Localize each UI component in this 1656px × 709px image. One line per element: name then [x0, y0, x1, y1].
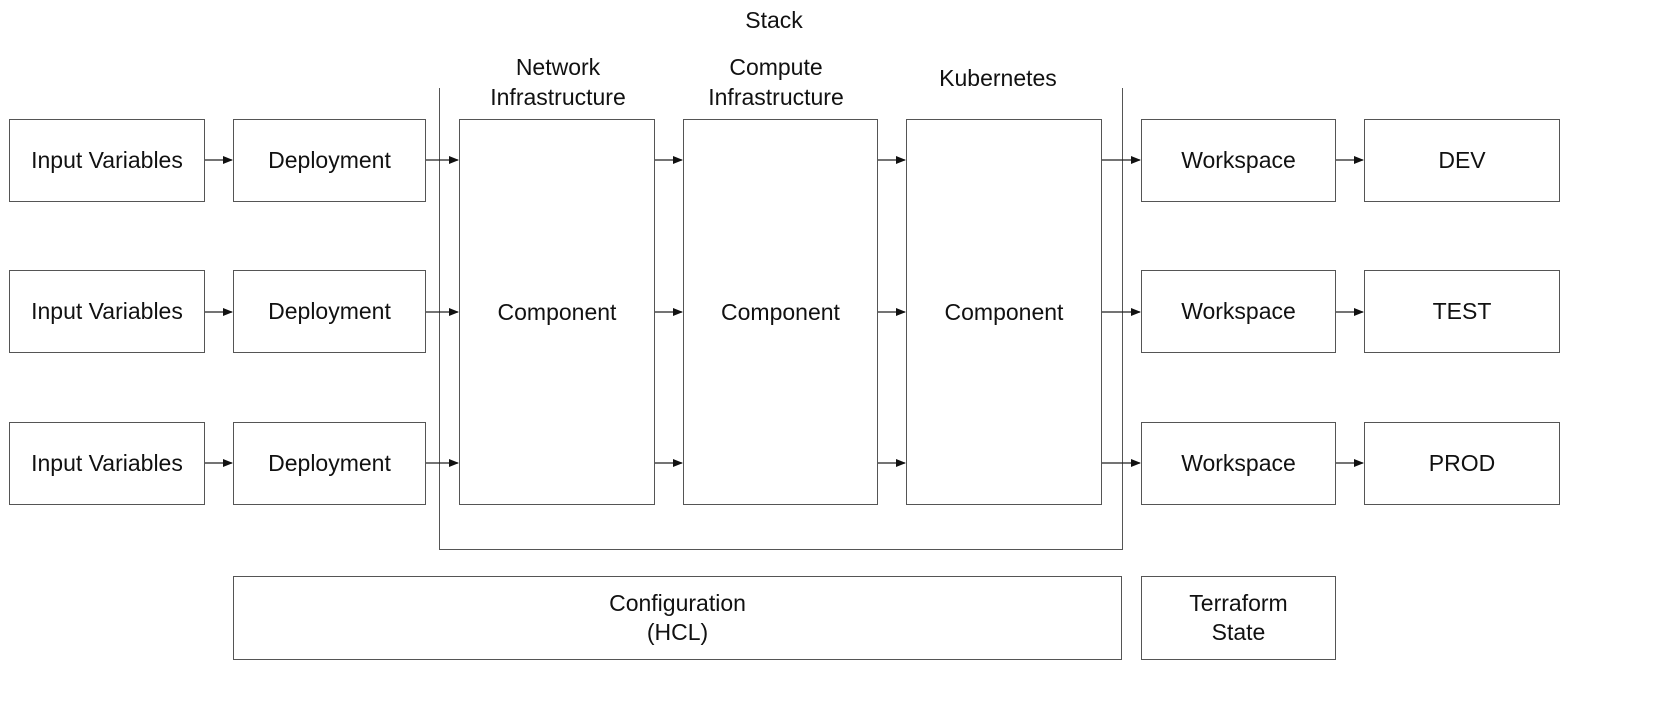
deployment-label-2: Deployment: [268, 298, 391, 324]
workspace-box-3: Workspace: [1141, 422, 1336, 505]
component-compute: Component: [683, 119, 878, 505]
input-variables-label-2: Input Variables: [31, 298, 183, 324]
deployment-box-1: Deployment: [233, 119, 426, 202]
input-variables-box-2: Input Variables: [9, 270, 205, 353]
input-variables-box-1: Input Variables: [9, 119, 205, 202]
input-variables-box-3: Input Variables: [9, 422, 205, 505]
workspace-box-1: Workspace: [1141, 119, 1336, 202]
component-kubernetes: Component: [906, 119, 1102, 505]
configuration-line1: Configuration: [609, 590, 746, 616]
environment-box-dev: DEV: [1364, 119, 1560, 202]
environment-label-prod: PROD: [1428, 450, 1496, 476]
header-network-line1: Network: [515, 54, 601, 80]
workspace-label-1: Workspace: [1181, 147, 1296, 173]
environment-box-prod: PROD: [1364, 422, 1560, 505]
workspace-label-3: Workspace: [1181, 450, 1296, 476]
workspace-label-2: Workspace: [1181, 298, 1296, 324]
component-network-label: Component: [497, 298, 617, 325]
terraform-state-box: Terraform State: [1141, 576, 1336, 660]
header-kubernetes: Kubernetes: [898, 63, 1098, 93]
stack-title: Stack: [745, 7, 803, 33]
header-compute-line1: Compute: [729, 54, 823, 80]
configuration-box: Configuration (HCL): [233, 576, 1122, 660]
deployment-label-1: Deployment: [268, 147, 391, 173]
input-variables-label-1: Input Variables: [31, 147, 183, 173]
header-network-line2: Infrastructure: [490, 84, 626, 110]
component-compute-label: Component: [721, 298, 840, 325]
configuration-line2: (HCL): [646, 619, 709, 645]
deployment-box-2: Deployment: [233, 270, 426, 353]
stack-frame: [439, 88, 1123, 550]
header-network-infrastructure: Network Infrastructure: [448, 52, 668, 112]
input-variables-label-3: Input Variables: [31, 450, 183, 476]
environment-box-test: TEST: [1364, 270, 1560, 353]
terraform-state-line1: Terraform: [1189, 590, 1288, 616]
deployment-label-3: Deployment: [268, 450, 391, 476]
component-kubernetes-label: Component: [944, 298, 1064, 325]
environment-label-test: TEST: [1432, 298, 1492, 324]
header-compute-line2: Infrastructure: [708, 84, 844, 110]
terraform-state-line2: State: [1211, 619, 1266, 645]
deployment-box-3: Deployment: [233, 422, 426, 505]
environment-label-dev: DEV: [1438, 147, 1486, 173]
header-compute-infrastructure: Compute Infrastructure: [676, 52, 876, 112]
workspace-box-2: Workspace: [1141, 270, 1336, 353]
component-network: Component: [459, 119, 655, 505]
header-kubernetes-line1: Kubernetes: [939, 65, 1057, 91]
